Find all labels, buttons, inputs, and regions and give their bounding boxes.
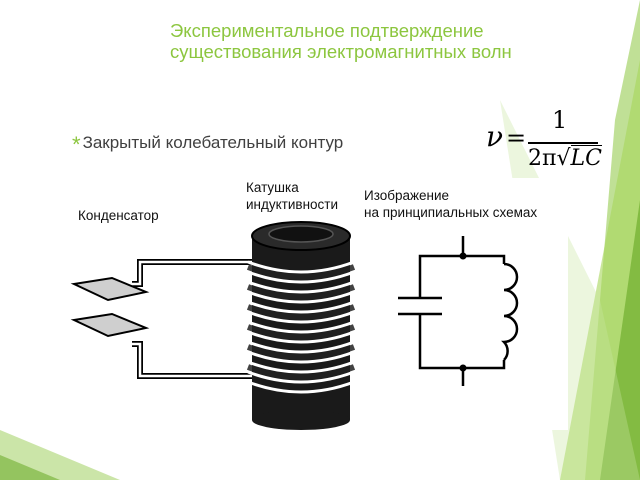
schematic-diagram <box>398 236 519 386</box>
label-coil-line1: Катушка <box>246 180 299 195</box>
frequency-formula: ν = 1 2π√LC <box>486 104 606 184</box>
formula-radicand: LC <box>570 145 602 171</box>
fraction-bar <box>528 142 598 144</box>
formula-numerator: 1 <box>552 106 568 134</box>
label-coil-line2: индуктивности <box>246 197 339 212</box>
bullet-item: *Закрытый колебательный контур <box>72 128 344 157</box>
capacitor-top-plate <box>70 276 150 302</box>
sqrt-icon: √ <box>556 146 571 171</box>
label-schematic-line2: на принципиальных схемах <box>364 205 538 220</box>
schematic-node-bottom <box>459 364 467 372</box>
capacitor-wires <box>132 259 260 379</box>
slide-title: Экспериментальное подтверждение существо… <box>170 20 512 62</box>
label-schematic-line1: Изображение <box>364 188 450 203</box>
label-capacitor: Конденсатор <box>78 208 159 223</box>
formula-lhs: ν <box>486 120 504 153</box>
bullet-icon: * <box>72 132 81 157</box>
inductor-coil <box>246 221 356 430</box>
coil-windings <box>247 260 355 394</box>
circuit-figure: Конденсатор Катушка индуктивности Изобра… <box>68 178 568 430</box>
schematic-node-top <box>459 252 467 260</box>
bullet-text: Закрытый колебательный контур <box>82 133 344 152</box>
formula-equals: = <box>506 124 527 152</box>
circuit-drawing <box>70 221 519 430</box>
capacitor-bottom-plate <box>70 312 150 338</box>
formula-denominator-prefix: 2π <box>528 146 557 171</box>
formula-denominator: 2π√LC <box>528 145 602 171</box>
